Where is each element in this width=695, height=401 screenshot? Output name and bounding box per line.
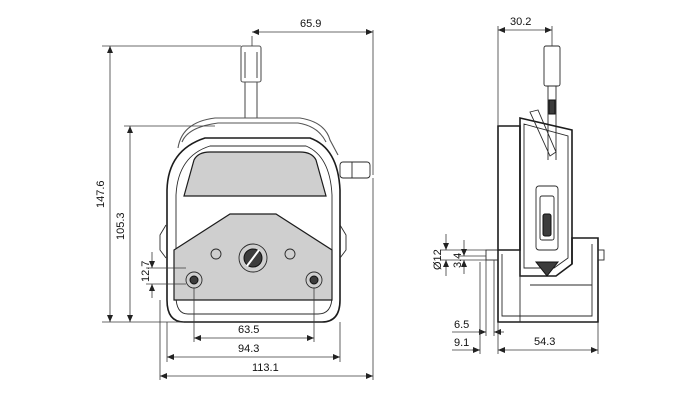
side-view: 30.2 Ø12 3.4 6.5 [432,16,605,354]
front-view: 65.9 147.6 105.3 12.7 63.5 [95,18,374,380]
side-body [485,109,605,323]
tension-knob [339,161,371,179]
dim-base-width-label: 94.3 [238,343,259,355]
dim-overall-height: 147.6 [95,45,241,323]
side-slot [535,185,559,251]
dim-handle-offset: 65.9 [251,18,374,175]
dim-depth-a: 6.5 [452,260,504,336]
dim-tube-dia-label: Ø12 [432,249,444,270]
dim-depth-b: 9.1 [452,262,481,354]
dim-flange-height-label: 3.4 [452,253,464,268]
dim-top-width-label: 30.2 [510,16,531,28]
hole-right [284,248,296,260]
front-handle [240,45,262,118]
dim-handle-offset-label: 65.9 [300,18,321,30]
dim-overall-width: 113.1 [159,178,374,380]
dim-hole-spacing-label: 63.5 [238,324,259,336]
dim-base-width: 94.3 [166,322,341,362]
dim-depth-a-label: 6.5 [454,319,469,331]
dim-hole-spacing: 63.5 [193,288,315,342]
rotor-shaft [238,243,268,273]
lid-open-outline [177,117,339,156]
dim-overall-height-label: 147.6 [95,180,107,208]
dim-overall-width-label: 113.1 [252,362,279,374]
dim-mount-height-label: 12.7 [140,261,152,282]
dim-mount-height: 12.7 [140,252,186,298]
dim-top-width: 30.2 [497,16,553,126]
dim-head-height-label: 105.3 [115,212,127,240]
side-handle [543,45,561,160]
hole-left [210,248,222,260]
dim-depth-b-label: 9.1 [454,337,469,349]
pump-window [183,151,327,197]
dim-body-depth-label: 54.3 [534,336,555,348]
dim-head-height: 105.3 [115,125,215,322]
dim-flange-height: 3.4 [452,240,486,274]
dim-body-depth: 54.3 [497,322,599,354]
pump-head-body [159,137,371,323]
